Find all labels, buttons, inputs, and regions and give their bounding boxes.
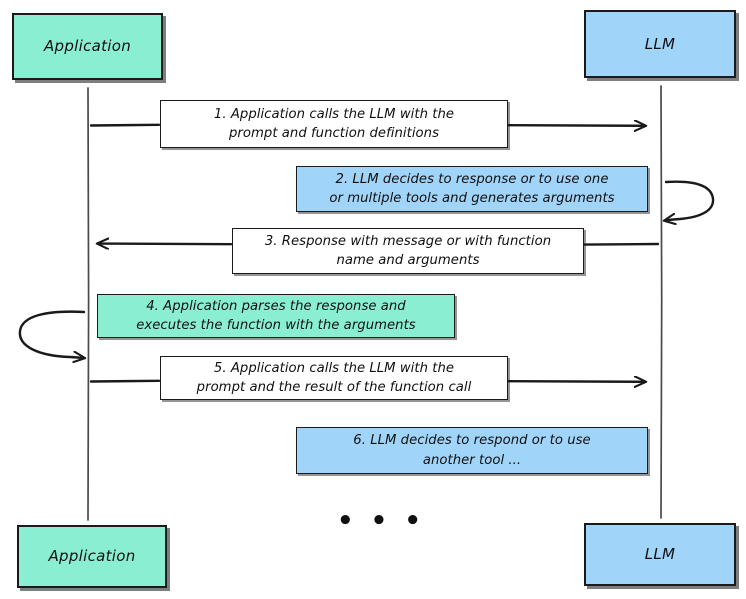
message-5-text: 5. Application calls the LLM with the pr… (196, 360, 472, 395)
message-box-4[interactable]: 4. Application parses the response and e… (97, 294, 455, 338)
participant-llm-foot[interactable]: LLM (584, 523, 736, 586)
message-3-text: 3. Response with message or with functio… (264, 233, 552, 268)
message-box-1[interactable]: 1. Application calls the LLM with the pr… (160, 100, 508, 148)
participant-application-foot[interactable]: Application (17, 525, 167, 588)
participant-application-label: Application (43, 37, 132, 56)
message-6-text: 6. LLM decides to respond or to use anot… (353, 433, 591, 468)
message-box-3[interactable]: 3. Response with message or with functio… (232, 228, 584, 274)
participant-application-head[interactable]: Application (12, 13, 163, 80)
ellipsis-continuation: • • • (337, 506, 425, 536)
participant-application-foot-label: Application (48, 547, 136, 566)
lifeline-application (87, 87, 90, 521)
arrow-self-loop-llm (665, 180, 715, 221)
message-2-text: 2. LLM decides to response or to use one… (329, 171, 615, 206)
arrow-self-loop-application (18, 310, 84, 358)
message-box-2[interactable]: 2. LLM decides to response or to use one… (296, 166, 648, 212)
message-1-text: 1. Application calls the LLM with the pr… (213, 106, 455, 141)
message-box-6[interactable]: 6. LLM decides to respond or to use anot… (296, 427, 648, 474)
participant-llm-foot-label: LLM (644, 545, 676, 564)
lifeline-llm (660, 85, 663, 519)
participant-llm-head[interactable]: LLM (584, 10, 736, 78)
message-box-5[interactable]: 5. Application calls the LLM with the pr… (160, 356, 508, 400)
message-4-text: 4. Application parses the response and e… (136, 298, 416, 333)
participant-llm-label: LLM (644, 34, 676, 53)
